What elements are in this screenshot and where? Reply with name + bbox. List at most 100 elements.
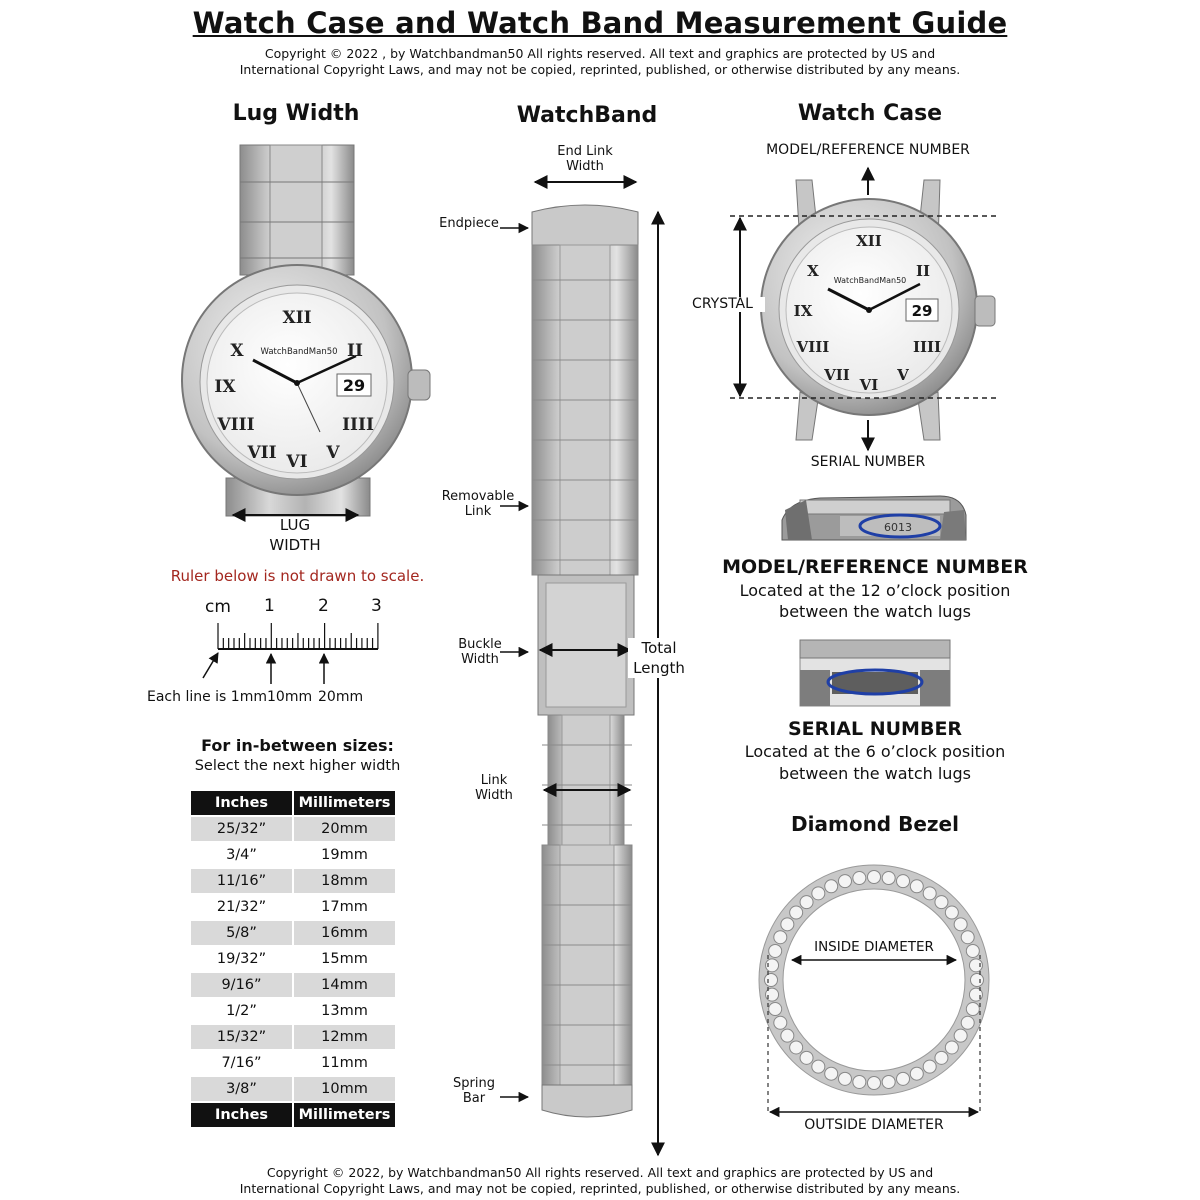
svg-text:VIII: VIII <box>796 338 830 356</box>
link-width-label-line2: Width <box>475 788 513 803</box>
diamond-stone <box>764 973 778 987</box>
spring-bar-label-line2: Bar <box>462 1091 486 1106</box>
diamond-stone <box>968 987 983 1002</box>
model-reference-desc-line2: between the watch lugs <box>779 602 971 621</box>
inches-cell: 19/32” <box>191 947 292 971</box>
link-width-label-line1: Link <box>480 773 508 788</box>
diamond-stone <box>934 895 949 910</box>
buckle-width-label-line2: Width <box>461 652 499 667</box>
diamond-stone <box>970 973 984 987</box>
ruler-scale-note: Ruler below is not drawn to scale. <box>170 567 425 585</box>
table-row: 15/32”12mm <box>191 1025 395 1049</box>
mm-cell: 20mm <box>294 817 395 841</box>
diamond-stone <box>837 874 852 889</box>
table-row: 1/2”13mm <box>191 999 395 1023</box>
diamond-stone <box>968 958 983 973</box>
diamond-stone <box>965 943 980 958</box>
svg-text:V: V <box>325 443 340 463</box>
endpiece-label: Endpiece <box>439 216 499 231</box>
svg-text:X: X <box>230 341 244 361</box>
diamond-stone <box>837 1071 852 1086</box>
model-reference-heading: MODEL/REFERENCE NUMBER <box>722 556 1028 578</box>
diamond-stone <box>789 905 804 920</box>
inches-cell: 1/2” <box>191 999 292 1023</box>
diamond-stone <box>811 886 826 901</box>
diamond-stone <box>852 871 867 886</box>
diamond-stone <box>922 886 937 901</box>
diamond-stone <box>953 1028 968 1043</box>
diamond-stone <box>780 1028 795 1043</box>
inches-cell: 21/32” <box>191 895 292 919</box>
inside-diameter-label: INSIDE DIAMETER <box>800 940 948 955</box>
diamond-stone <box>896 1071 911 1086</box>
table-row: 3/8”10mm <box>191 1077 395 1101</box>
table-row: 3/4”19mm <box>191 843 395 867</box>
diamond-stone <box>780 917 795 932</box>
copyright-top-line1: Copyright © 2022 , by Watchbandman50 All… <box>264 46 936 61</box>
mm-cell: 19mm <box>294 843 395 867</box>
lug-watch-illustration: XII X IX VIII VII VI V IIII II 29 WatchB… <box>181 144 431 522</box>
serial-number-heading: SERIAL NUMBER <box>787 718 963 740</box>
model-reference-photo: 6013 <box>781 495 967 541</box>
lug-date-window: 29 <box>343 376 365 395</box>
diamond-stone <box>773 1015 788 1030</box>
ruler-10mm: 10mm <box>267 689 313 705</box>
table-row: 9/16”14mm <box>191 973 395 997</box>
model-engraving: 6013 <box>884 521 912 534</box>
diamond-stone <box>789 1040 804 1055</box>
diamond-stone <box>768 1002 783 1017</box>
diamond-stone <box>881 871 896 886</box>
serial-number-desc-line2: between the watch lugs <box>779 764 971 783</box>
diamond-stone <box>765 987 780 1002</box>
diamond-stone <box>852 1074 867 1089</box>
diamond-stone <box>944 1040 959 1055</box>
crystal-label: CRYSTAL <box>680 297 765 312</box>
diamond-stone <box>934 1050 949 1065</box>
col-inches-header: Inches <box>191 791 292 815</box>
lug-dial-brand: WatchBandMan50 <box>260 347 337 357</box>
lug-label-line1: LUG <box>279 516 311 534</box>
ruler-mark-1: 1 <box>264 596 275 616</box>
mm-cell: 18mm <box>294 869 395 893</box>
diamond-stone <box>765 958 780 973</box>
diamond-stone <box>867 870 881 884</box>
svg-text:XII: XII <box>282 308 311 328</box>
svg-text:VI: VI <box>859 376 879 394</box>
case-date-window: 29 <box>912 302 933 320</box>
sizes-subheading: Select the next higher width <box>194 758 401 774</box>
diamond-stone <box>768 943 783 958</box>
mm-cell: 16mm <box>294 921 395 945</box>
ruler-each-line: Each line is 1mm <box>147 689 267 705</box>
watchband-heading: WatchBand <box>516 103 658 128</box>
svg-text:V: V <box>896 366 909 384</box>
removable-link-label-line1: Removable <box>441 489 515 504</box>
diamond-stone <box>799 895 814 910</box>
diamond-stone <box>909 1066 924 1081</box>
svg-text:XII: XII <box>856 232 882 250</box>
inches-cell: 25/32” <box>191 817 292 841</box>
ruler-mark-2: 2 <box>318 596 329 616</box>
mm-cell: 12mm <box>294 1025 395 1049</box>
buckle-width-label-line1: Buckle <box>458 637 502 652</box>
inches-cell: 15/32” <box>191 1025 292 1049</box>
svg-text:II: II <box>347 341 363 361</box>
diamond-stone <box>811 1059 826 1074</box>
diamond-stone <box>824 879 839 894</box>
page-title: Watch Case and Watch Band Measurement Gu… <box>192 6 1008 40</box>
spring-bar-label-line1: Spring <box>453 1076 495 1091</box>
diamond-stone <box>896 874 911 889</box>
diamond-bezel-illustration <box>758 864 990 1118</box>
mm-cell: 10mm <box>294 1077 395 1101</box>
ruler-mark-3: 3 <box>371 596 382 616</box>
lug-width-heading: Lug Width <box>232 101 360 126</box>
table-row: 19/32”15mm <box>191 947 395 971</box>
ruler-illustration <box>202 623 379 684</box>
inches-cell: 3/8” <box>191 1077 292 1101</box>
ruler-unit: cm <box>205 597 231 617</box>
watch-case-illustration: XII X IX VIII VII VI V IIII II 29 WatchB… <box>730 166 1000 452</box>
table-row: 21/32”17mm <box>191 895 395 919</box>
table-footer-row: Inches Millimeters <box>191 1103 395 1127</box>
copyright-top-line2: International Copyright Laws, and may no… <box>239 62 961 77</box>
mm-cell: 13mm <box>294 999 395 1023</box>
